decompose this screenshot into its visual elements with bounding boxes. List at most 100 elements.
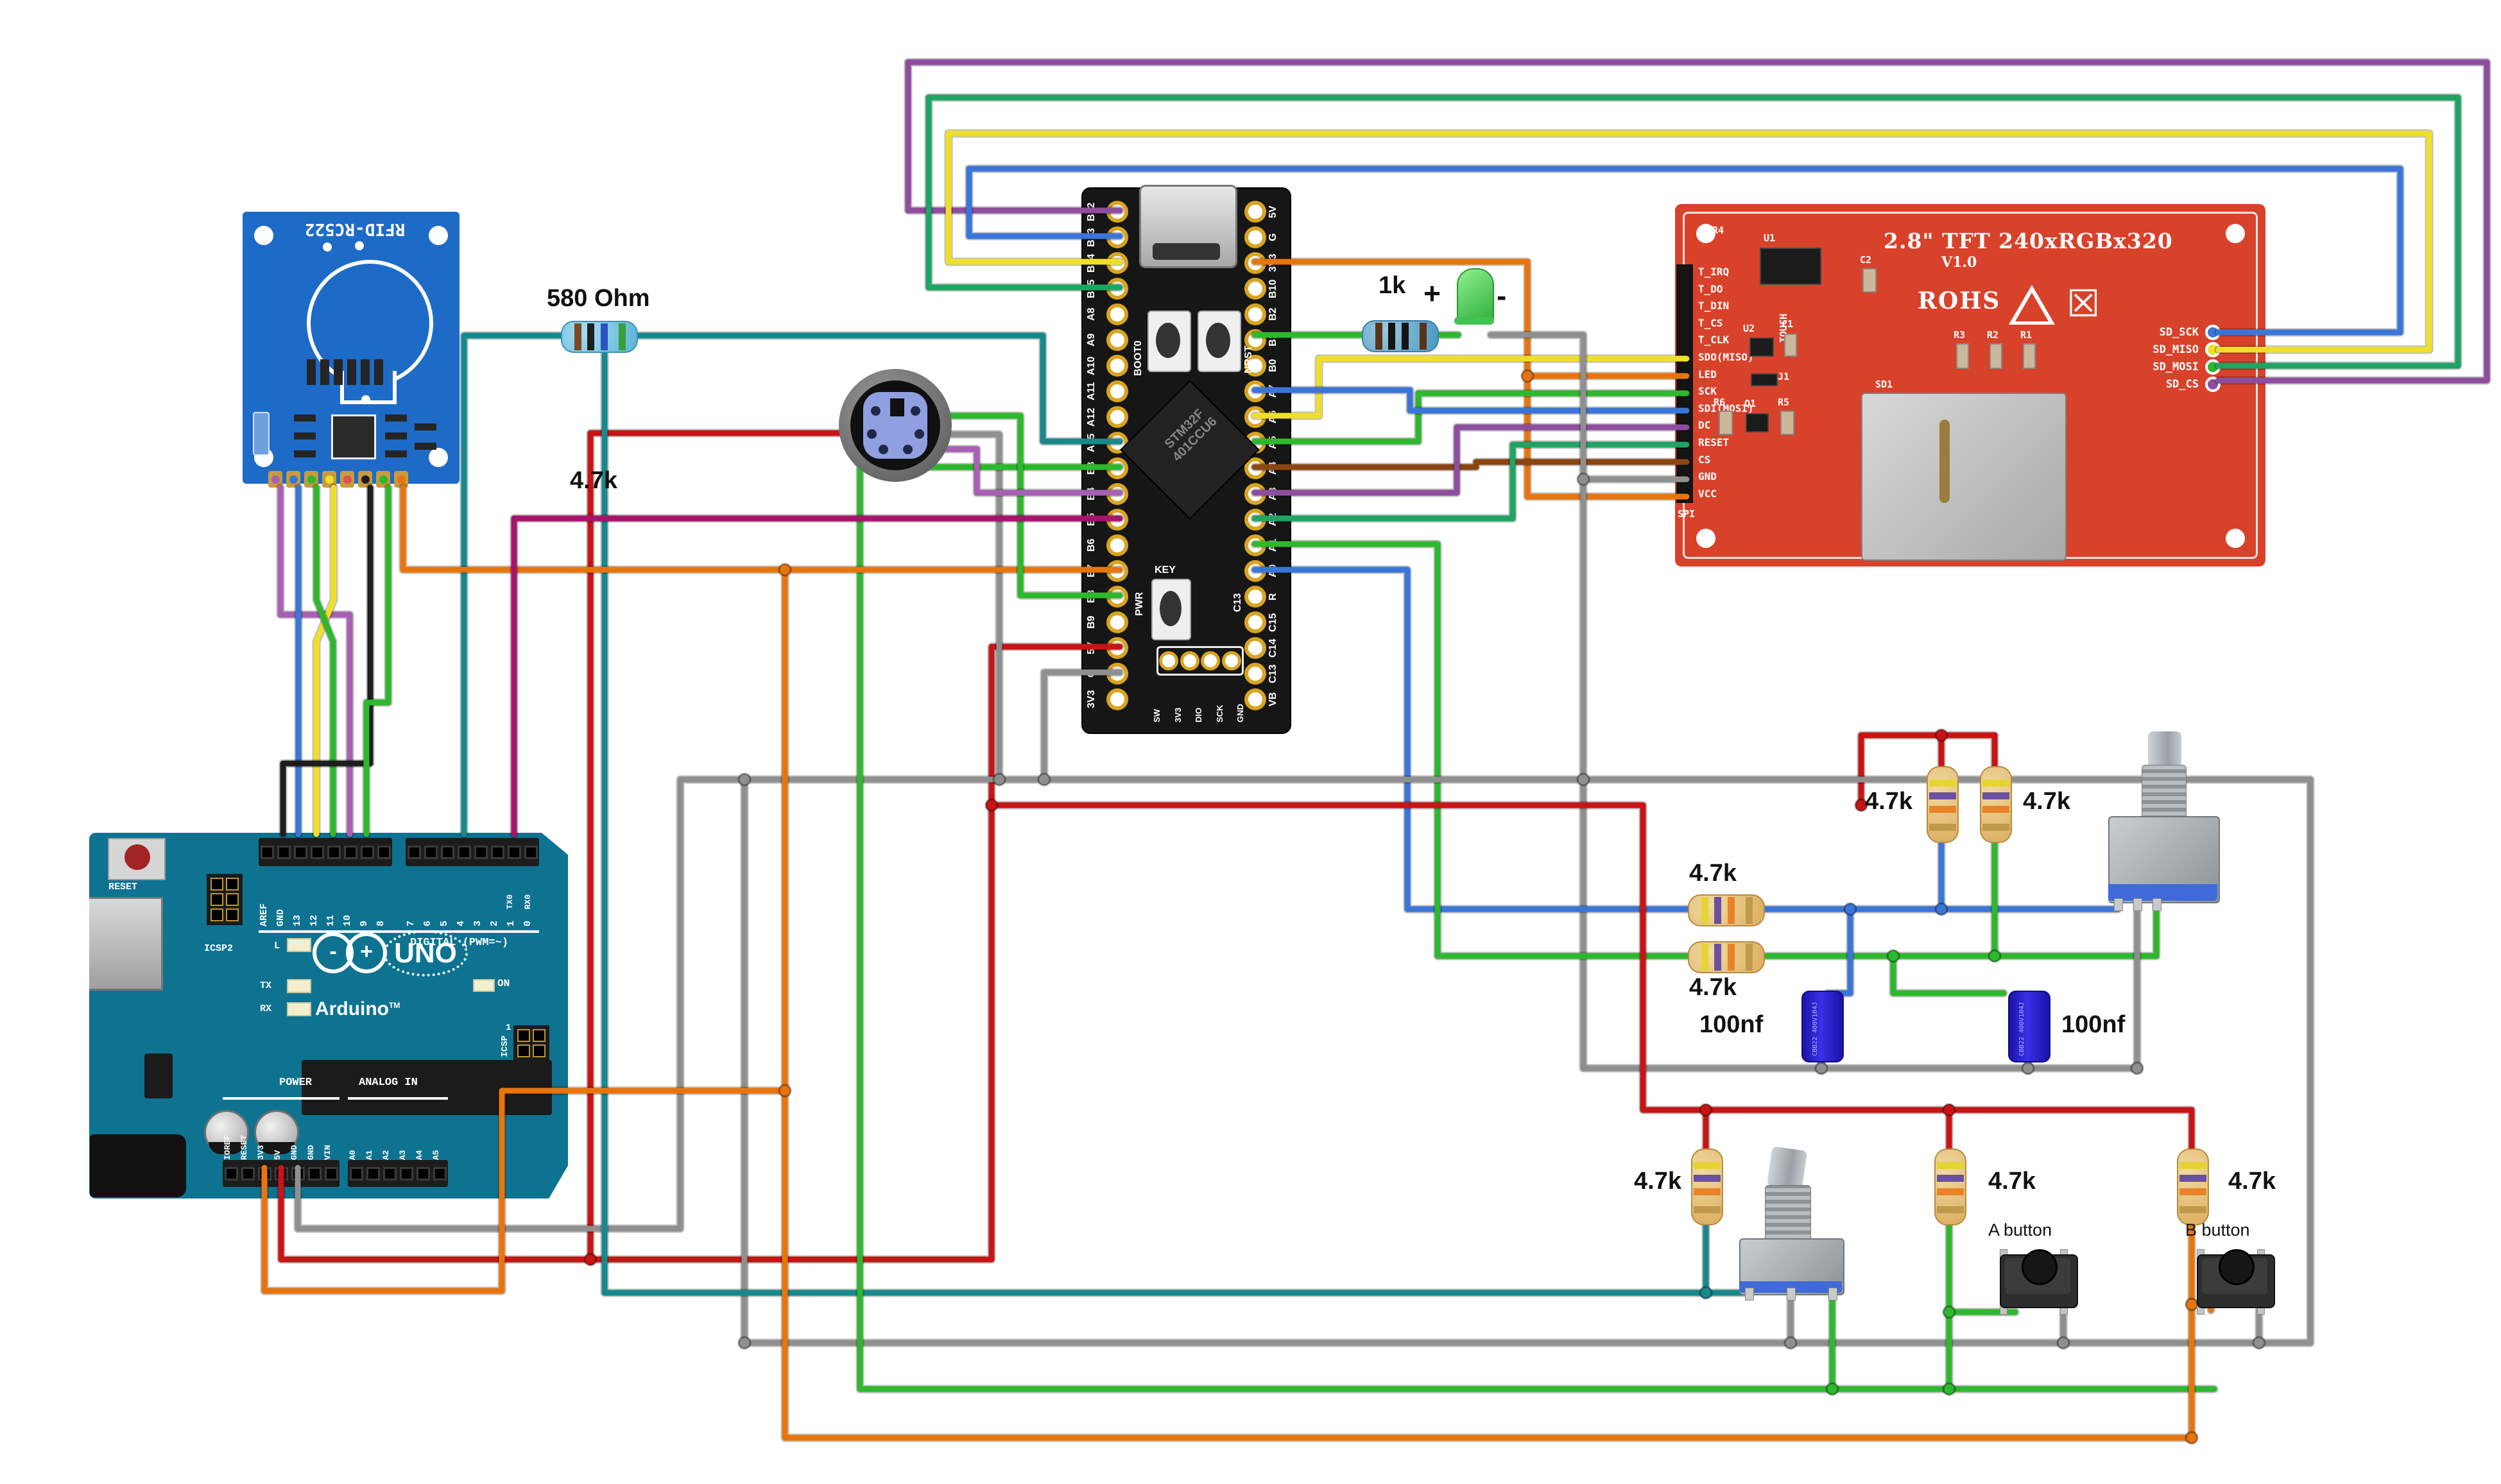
pin-row: B9 — [1086, 610, 1130, 635]
wire-a1-enc1 — [1251, 541, 2160, 959]
wire-sd-miso-bus — [945, 130, 2432, 353]
smd — [385, 414, 407, 422]
pin-pad — [1106, 688, 1128, 710]
ref-j1: J1 — [1778, 371, 1790, 382]
rotary-encoder-1 — [2108, 731, 2220, 911]
wire-junction — [1520, 369, 1534, 383]
mount-hole — [429, 448, 448, 467]
wire-junction — [2130, 1061, 2144, 1075]
pin-label: SCK — [1698, 385, 1717, 398]
digital-header-right — [406, 838, 539, 866]
reset-label: RESET — [108, 882, 138, 892]
mount-hole — [2226, 529, 2245, 548]
ref-u1: U1 — [1764, 232, 1776, 244]
smd-pad — [253, 412, 270, 456]
pin-label: T_DIN — [1698, 300, 1730, 312]
voltage-regulator — [144, 1053, 173, 1098]
pin-row: A10 — [1086, 353, 1130, 379]
pin-label: T_IRQ — [1698, 266, 1730, 278]
pin-label: T_CLK — [1698, 334, 1730, 346]
resistor-4k7 — [1980, 766, 2012, 843]
pin-label: SD_SCK — [2159, 325, 2199, 339]
stm32-left-pins: B12 B13 B14 B15 A8 A9 A10 A11 A12 A15 — [1086, 199, 1130, 712]
wire-a2-reset — [1251, 441, 1690, 522]
pin-row: 3V3 — [1086, 687, 1130, 712]
label-4k7: 4.7k — [2228, 1168, 2276, 1195]
pin-pad — [1106, 611, 1128, 633]
pin-label: SDO(MISO) — [1698, 350, 1754, 363]
wire-b3-bus — [857, 464, 2217, 1392]
pin-row: A9 — [1086, 327, 1130, 353]
wire-5v-ps2 — [587, 430, 881, 1263]
stm32-blackpill-board: B12 B13 B14 B15 A8 A9 A10 A11 A12 A15 — [1081, 185, 1291, 734]
l-led — [287, 938, 311, 952]
smd-transistor — [1746, 413, 1769, 432]
pin-pad — [1244, 355, 1266, 377]
green-led — [1454, 268, 1494, 325]
pin-row: B10 — [1243, 276, 1287, 302]
icsp2-header — [207, 874, 243, 925]
tft-version: V1.0 — [1941, 254, 1977, 271]
pin-label: T_DO — [1698, 282, 1723, 295]
pin-row: C14 — [1243, 635, 1287, 661]
wire-junction — [2185, 1431, 2199, 1445]
wire-gnd-stm-outline — [1040, 668, 1124, 784]
wire-junction — [1843, 902, 1857, 916]
wire-a4-cs — [1251, 459, 1690, 470]
analog-caption: ANALOG IN — [359, 1077, 418, 1089]
pin-pad — [1244, 586, 1266, 608]
nrst-button — [1198, 311, 1241, 372]
esd-triangle-icon — [2009, 285, 2055, 325]
pin-label: VCC — [1698, 487, 1717, 500]
label-4k7: 4.7k — [1689, 974, 1737, 1001]
wire-junction — [1783, 1336, 1798, 1350]
capacitor — [254, 1110, 299, 1155]
label-b-button: B button — [2185, 1220, 2250, 1240]
pin-pad — [1106, 303, 1128, 325]
wire-junction — [2252, 1336, 2266, 1350]
power-jack — [90, 1134, 186, 1197]
ref-c1: C1 — [1782, 318, 1794, 330]
silk-line — [223, 1097, 339, 1100]
label-4k7: 4.7k — [2023, 788, 2070, 815]
silk-dot — [355, 241, 364, 250]
pin-label: SD_CS — [2165, 377, 2199, 391]
label-4k7: 4.7k — [1689, 860, 1737, 887]
wire-gnd-main — [295, 776, 2314, 1346]
wire-enc1-5v-bus — [1858, 732, 1998, 808]
pin-label: LED — [1698, 368, 1717, 380]
pin-row: B2 — [1243, 302, 1287, 327]
ref-c2: C2 — [1860, 254, 1872, 266]
rfid-pin-pad — [286, 471, 300, 488]
label-plus: + — [1423, 277, 1441, 310]
pin-label: SD_MOSI — [2153, 360, 2199, 373]
capacitor — [204, 1110, 249, 1155]
sd-card-slot — [1861, 393, 2067, 561]
pin-label: CS — [1698, 453, 1711, 466]
wire-junction — [778, 1084, 792, 1098]
cap-text: CBB22 400V104J — [2018, 1002, 2025, 1056]
wire-a5-sck — [1251, 390, 1690, 445]
wire-5v-bus-right — [988, 802, 2195, 1163]
wire-5v-ps2-outline — [586, 429, 882, 1264]
wire-a7-sdi — [1251, 387, 1690, 414]
sd-pin-row: SD_MISO — [2099, 341, 2221, 358]
on-led — [473, 979, 495, 992]
wire-gnd-ps2-outline — [912, 430, 1004, 784]
wire-junction — [737, 772, 752, 787]
resistor-1k — [1362, 320, 1439, 352]
ref-r2: R2 — [1987, 329, 1999, 341]
silk-line — [259, 930, 539, 933]
spi-label: SPI — [1678, 508, 1696, 520]
rfid-pin-pad — [358, 471, 372, 488]
wire-gnd-ps2 — [913, 431, 1002, 783]
label-4k7: 4.7k — [570, 467, 617, 494]
mount-hole — [1696, 224, 1715, 243]
wire-junction — [1699, 1286, 1713, 1300]
pin-row: B0 — [1243, 353, 1287, 379]
jumper-j1 — [1751, 373, 1778, 386]
rohs-label: ROHS — [1918, 287, 2001, 314]
